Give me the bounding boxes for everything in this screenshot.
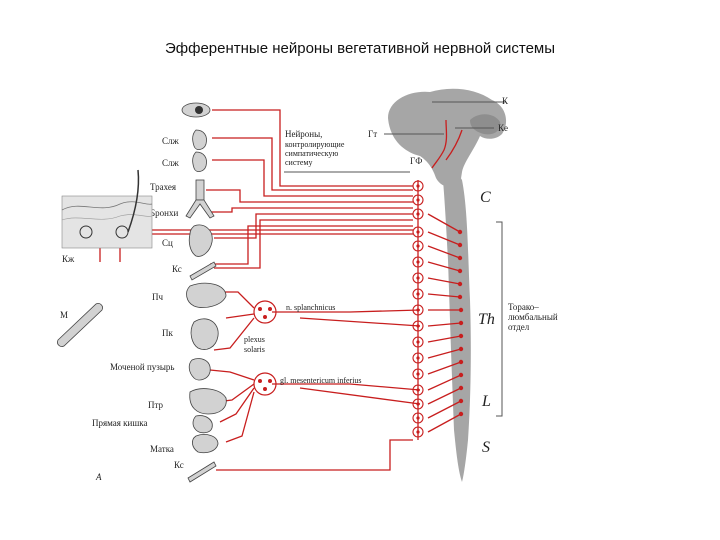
label-neurons-3: симпатическую	[285, 149, 338, 158]
cerebellum	[470, 114, 501, 135]
skin-inset	[61, 169, 153, 249]
label-uterus: Матка	[150, 444, 174, 454]
brain	[388, 88, 507, 188]
label-kzh: Кж	[62, 254, 75, 264]
label-thoraco-3: отдел	[508, 322, 530, 332]
slide-title: Эфферентные нейроны вегетативной нервной…	[165, 40, 555, 57]
label-pch: Пч	[152, 292, 163, 302]
organ-uterus	[192, 434, 219, 454]
organ-lacrimal-gland-1	[192, 129, 207, 150]
label-segment-s: S	[482, 439, 490, 456]
spinal-cord	[442, 168, 471, 482]
label-solaris: solaris	[244, 345, 265, 354]
label-neurons-4: систему	[285, 158, 313, 167]
label-segment-c: C	[480, 189, 491, 206]
sympathetic-chain	[412, 180, 424, 440]
label-neurons-2: контролирующие	[285, 140, 345, 149]
label-gf: ГФ	[410, 156, 422, 166]
preganglionic-fibres	[272, 213, 462, 433]
label-neurons-1: Нейроны,	[285, 129, 322, 139]
label-segment-l: L	[481, 393, 491, 410]
label-ke: Кe	[498, 123, 508, 133]
label-bladder: Моченой пузырь	[110, 362, 174, 372]
ganglion-celiac	[253, 300, 277, 324]
label-trachea: Трахея	[150, 182, 176, 192]
organ-salivary-gland-2	[192, 151, 207, 172]
label-segment-th: Th	[478, 311, 495, 328]
label-thoraco-1: Торако–	[508, 302, 539, 312]
organ-liver	[186, 282, 227, 308]
organ-intestine	[189, 388, 227, 415]
label-ks-2: Кс	[174, 460, 184, 470]
organ-eye	[181, 102, 211, 118]
label-slzh-1: Слж	[162, 136, 179, 146]
label-sc: Сц	[162, 238, 173, 248]
label-n-splanchnicus: n. splanchnicus	[286, 303, 335, 312]
organ-heart	[188, 224, 213, 257]
label-gt: Гт	[368, 129, 377, 139]
organ-vessel-1	[189, 261, 217, 281]
label-plexus: plexus	[244, 335, 265, 344]
label-gl-mesentericum: gl. mesentericum inferius	[280, 376, 362, 385]
brain-and-spinal-cord	[388, 88, 507, 482]
organ-stomach	[190, 318, 219, 350]
organ-rectum	[192, 415, 213, 434]
label-k: К	[502, 96, 509, 106]
label-pk: Пк	[162, 328, 173, 338]
label-slzh-2: Слж	[162, 158, 179, 168]
label-m: М	[60, 310, 68, 320]
label-ks-1: Кс	[172, 264, 182, 274]
label-bronchi: Бронхи	[150, 208, 178, 218]
organ-vessel-2	[187, 461, 217, 483]
organ-trachea-bronchi	[185, 179, 215, 219]
organ-bladder	[188, 358, 211, 381]
label-rectum: Прямая кишка	[92, 418, 148, 428]
organ-muscle	[57, 303, 103, 347]
label-thoraco-2: люмбальный	[508, 312, 558, 322]
label-ptr: Птр	[148, 400, 164, 410]
label-a: А	[95, 472, 102, 482]
postganglionic-fibres	[99, 109, 413, 471]
